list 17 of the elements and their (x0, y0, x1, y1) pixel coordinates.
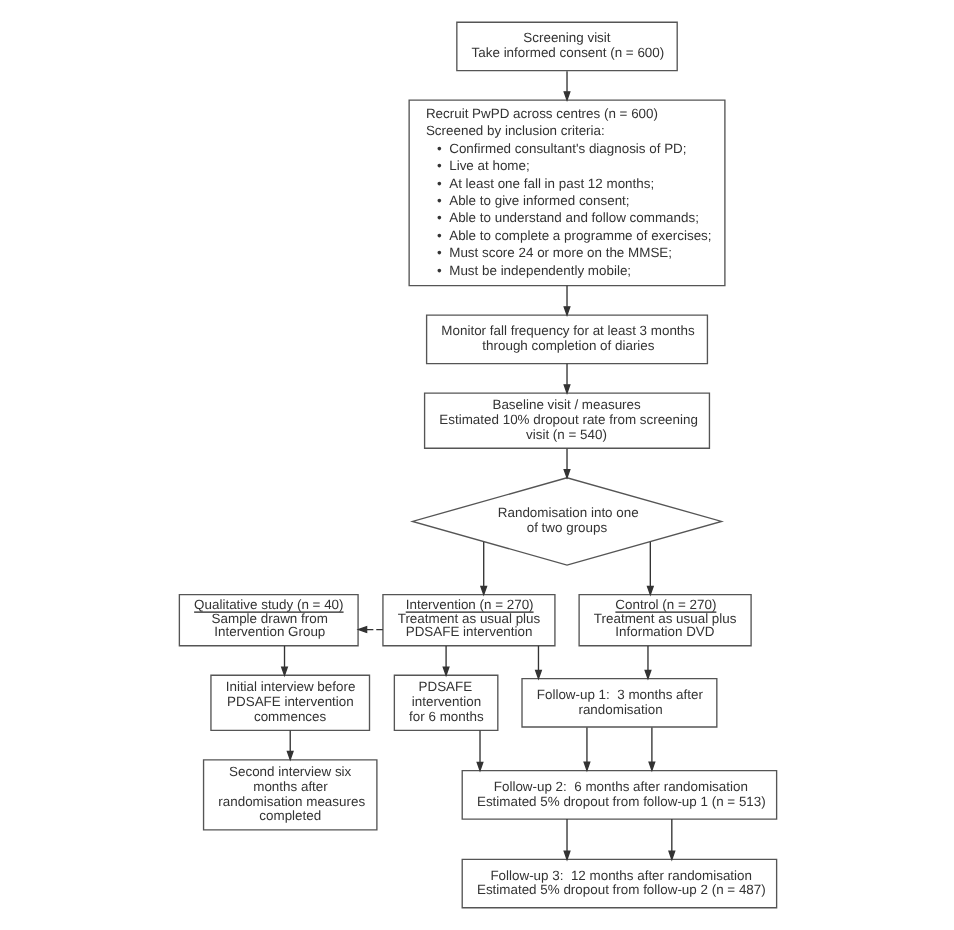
arrow (279, 645, 288, 678)
arrow (533, 645, 542, 681)
arrow (647, 726, 655, 773)
arrow (562, 285, 570, 317)
arrow (478, 541, 487, 597)
arrow (562, 448, 570, 480)
arrow (562, 363, 570, 395)
arrow (355, 625, 383, 634)
arrow (582, 726, 590, 773)
arrow (475, 729, 483, 773)
arrow (562, 70, 570, 102)
arrow (441, 645, 449, 678)
arrow (643, 645, 651, 681)
arrow (645, 541, 654, 597)
arrow (562, 818, 570, 862)
arrow (285, 729, 293, 762)
arrow (667, 818, 675, 862)
